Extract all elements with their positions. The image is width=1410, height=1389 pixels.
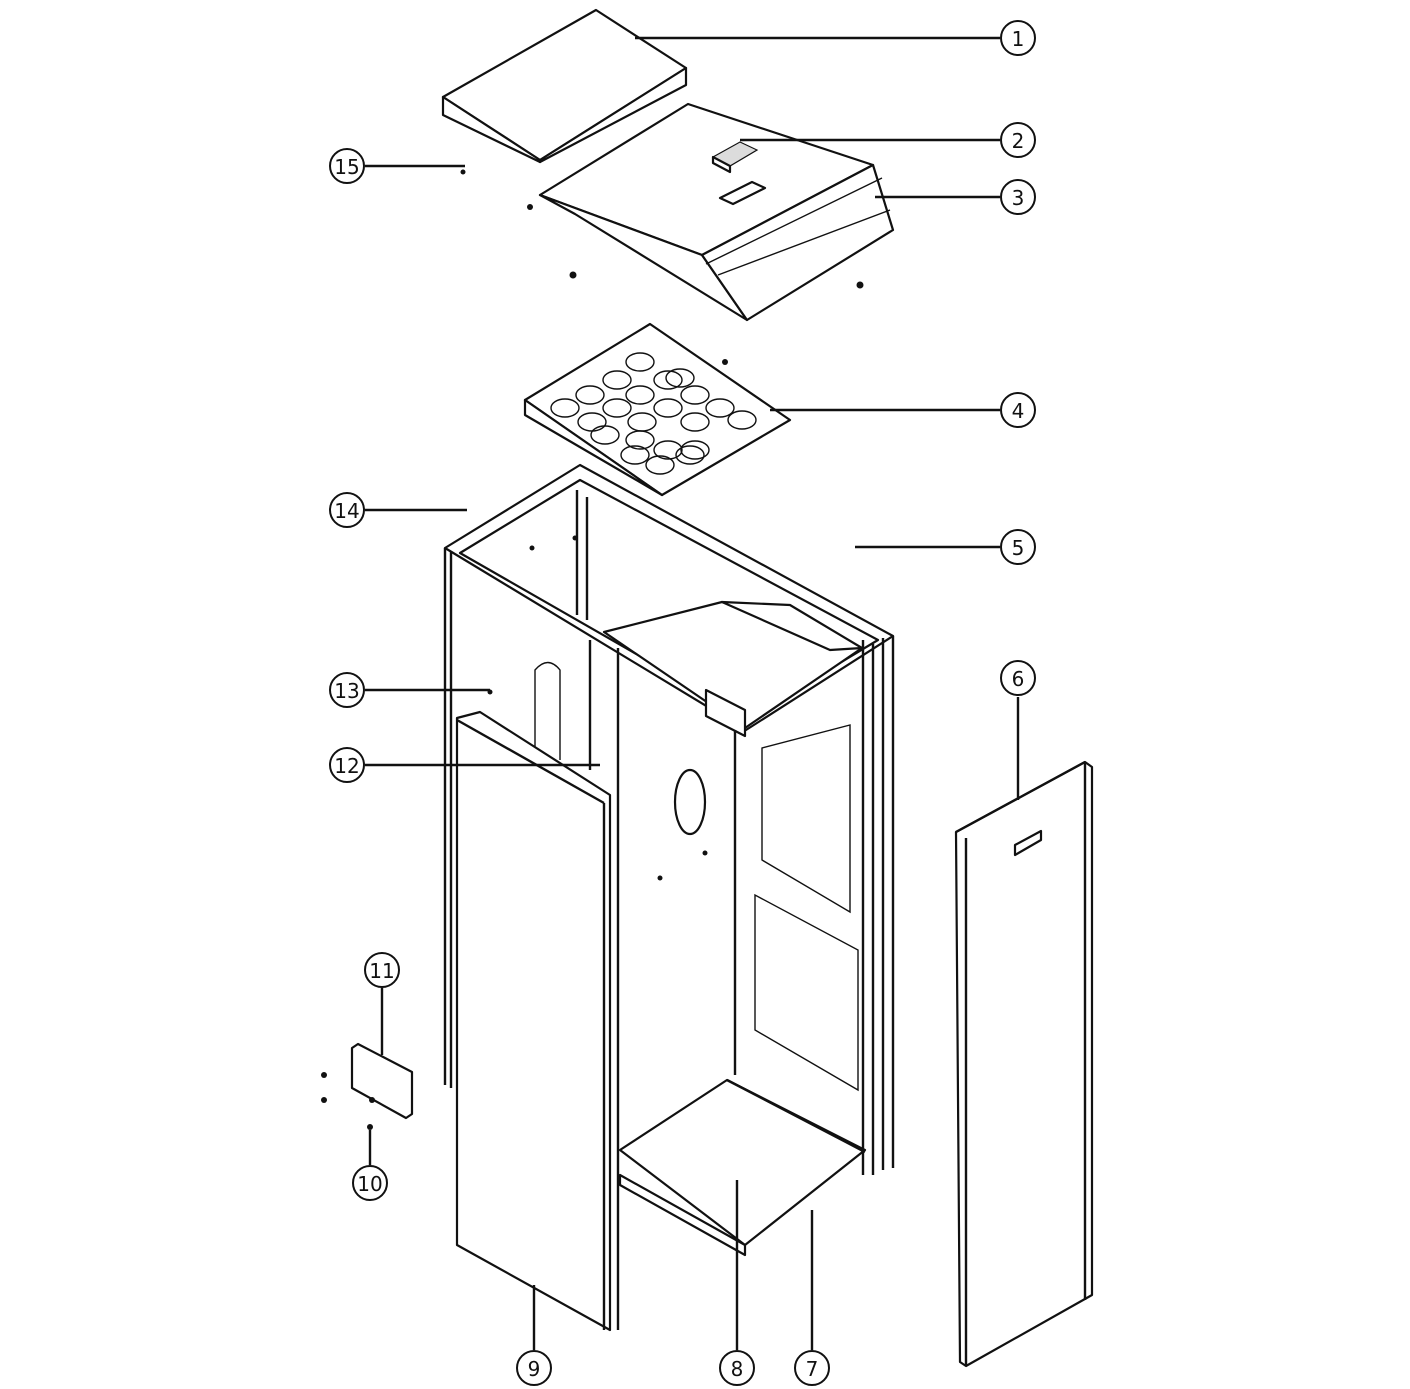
callout-circle xyxy=(1000,179,1036,215)
tray-hole xyxy=(590,425,620,445)
callout-5: 5 xyxy=(1000,529,1036,565)
callout-circle xyxy=(1000,392,1036,428)
callout-circle xyxy=(1000,20,1036,56)
tray-hole xyxy=(653,398,683,418)
tray-hole xyxy=(675,445,705,465)
callout-10: 10 xyxy=(352,1165,388,1201)
callout-circle xyxy=(364,952,400,988)
callout-number: 10 xyxy=(357,1172,382,1196)
callout-11: 11 xyxy=(364,952,400,988)
fasteners xyxy=(321,169,864,1130)
callout-number: 2 xyxy=(1012,129,1025,153)
inspection-plate xyxy=(350,1042,414,1120)
callout-circle xyxy=(329,492,365,528)
tray-hole xyxy=(625,352,655,372)
tray-hole xyxy=(602,370,632,390)
tray-hole xyxy=(575,385,605,405)
tray-hole xyxy=(680,412,710,432)
callout-number: 8 xyxy=(731,1357,744,1381)
callout-circle xyxy=(1000,660,1036,696)
callout-number: 4 xyxy=(1012,399,1025,423)
callout-number: 7 xyxy=(806,1357,819,1381)
cabinet-frame xyxy=(443,463,895,1330)
callout-9: 9 xyxy=(516,1350,552,1386)
callout-number: 6 xyxy=(1012,667,1025,691)
callout-6: 6 xyxy=(1000,660,1036,696)
tray-holes xyxy=(550,352,757,475)
tray-hole xyxy=(645,455,675,475)
callout-number: 11 xyxy=(369,959,394,983)
tray-hole xyxy=(680,440,710,460)
callout-circle xyxy=(329,148,365,184)
callout-circle xyxy=(1000,122,1036,158)
callout-number: 3 xyxy=(1012,186,1025,210)
tray-hole xyxy=(602,398,632,418)
callout-15: 15 xyxy=(329,148,365,184)
callout-1: 1 xyxy=(1000,20,1036,56)
callout-circle xyxy=(352,1165,388,1201)
perforated-tray xyxy=(523,322,792,497)
cover-handle-slot xyxy=(711,141,759,174)
tray-hole xyxy=(665,368,695,388)
callout-number: 13 xyxy=(334,679,359,703)
leader-lines xyxy=(365,36,1020,1350)
callout-3: 3 xyxy=(1000,179,1036,215)
tray-hole xyxy=(550,398,580,418)
callout-circle xyxy=(329,672,365,708)
callout-circle xyxy=(516,1350,552,1386)
callout-number: 15 xyxy=(334,155,359,179)
callout-number: 5 xyxy=(1012,536,1025,560)
callout-number: 1 xyxy=(1012,27,1025,51)
tray-hole xyxy=(620,445,650,465)
callout-circle xyxy=(719,1350,755,1386)
callout-7: 7 xyxy=(794,1350,830,1386)
top-cover xyxy=(538,102,895,322)
callout-12: 12 xyxy=(329,747,365,783)
callout-circle xyxy=(794,1350,830,1386)
callout-circle xyxy=(1000,529,1036,565)
callout-circle xyxy=(329,747,365,783)
callout-13: 13 xyxy=(329,672,365,708)
tray-hole xyxy=(625,385,655,405)
tray-hole xyxy=(625,430,655,450)
tray-hole xyxy=(680,385,710,405)
left-door-panel xyxy=(455,710,612,1332)
callout-number: 9 xyxy=(528,1357,541,1381)
callout-number: 12 xyxy=(334,754,359,778)
top-lid-panel xyxy=(441,8,688,164)
tray-hole xyxy=(705,398,735,418)
right-side-panel xyxy=(954,760,1094,1368)
callout-2: 2 xyxy=(1000,122,1036,158)
tray-hole xyxy=(653,440,683,460)
callout-14: 14 xyxy=(329,492,365,528)
tray-hole xyxy=(727,410,757,430)
tray-hole xyxy=(653,370,683,390)
callout-4: 4 xyxy=(1000,392,1036,428)
callout-8: 8 xyxy=(719,1350,755,1386)
callout-number: 14 xyxy=(334,499,359,523)
